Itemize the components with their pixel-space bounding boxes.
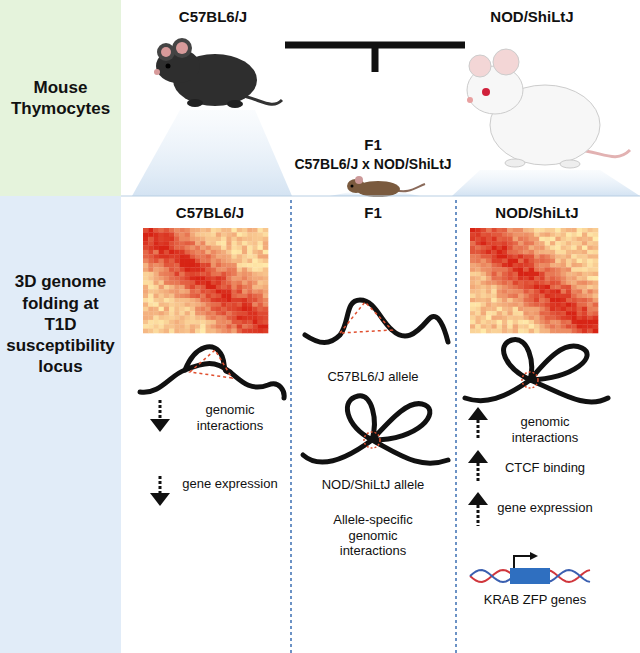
note-text: Allele-specific genomic interactions — [318, 512, 428, 559]
gene-dna — [470, 552, 590, 584]
strain-label: F1 — [343, 204, 403, 222]
view-fan — [132, 110, 292, 196]
effect-label: genomic interactions — [180, 402, 280, 433]
interaction-triangle — [190, 350, 232, 378]
interaction-circle — [522, 372, 538, 388]
chromatin-fiber — [303, 396, 448, 463]
chromatin-fiber — [140, 347, 284, 398]
chromatin-fiber — [465, 340, 608, 402]
interaction-triangle — [340, 302, 392, 333]
interaction-circle — [364, 432, 380, 448]
effect-label: gene expression — [490, 500, 600, 516]
white-mouse — [467, 49, 630, 168]
hic-heatmap — [470, 228, 598, 333]
chromatin-fiber — [305, 300, 448, 343]
cross-label: C57BL6/J x NOD/ShiLtJ — [278, 156, 468, 173]
allele-label: C57BL6/J allele — [298, 369, 448, 385]
allele-label: NOD/ShiLtJ allele — [298, 477, 448, 493]
panel-title: Mouse Thymocytes — [0, 73, 121, 124]
brown-mouse — [347, 176, 425, 197]
effect-label: gene expression — [180, 476, 280, 492]
black-mouse — [154, 38, 282, 108]
strain-label: NOD/ShiLtJ — [462, 204, 612, 222]
cross-label: F1 — [343, 136, 403, 154]
column-divider — [455, 200, 457, 653]
side-panel: Mouse Thymocytes — [0, 0, 121, 196]
up-arrow — [468, 407, 488, 526]
strain-label: C57BL6/J — [138, 8, 288, 26]
column-divider — [290, 200, 292, 653]
down-arrow — [150, 400, 170, 506]
strain-label: C57BL6/J — [135, 204, 285, 222]
panel-title: 3D genome folding at T1D susceptibility … — [0, 267, 121, 381]
side-panel: 3D genome folding at T1D susceptibility … — [0, 196, 121, 653]
gene-label: KRAB ZFP genes — [470, 592, 600, 608]
hic-heatmap — [143, 228, 268, 333]
effect-label: CTCF binding — [490, 460, 600, 476]
effect-label: genomic interactions — [490, 414, 600, 445]
view-fan — [452, 170, 640, 196]
cross-bar — [285, 45, 465, 72]
strain-label: NOD/ShiLtJ — [457, 8, 607, 26]
